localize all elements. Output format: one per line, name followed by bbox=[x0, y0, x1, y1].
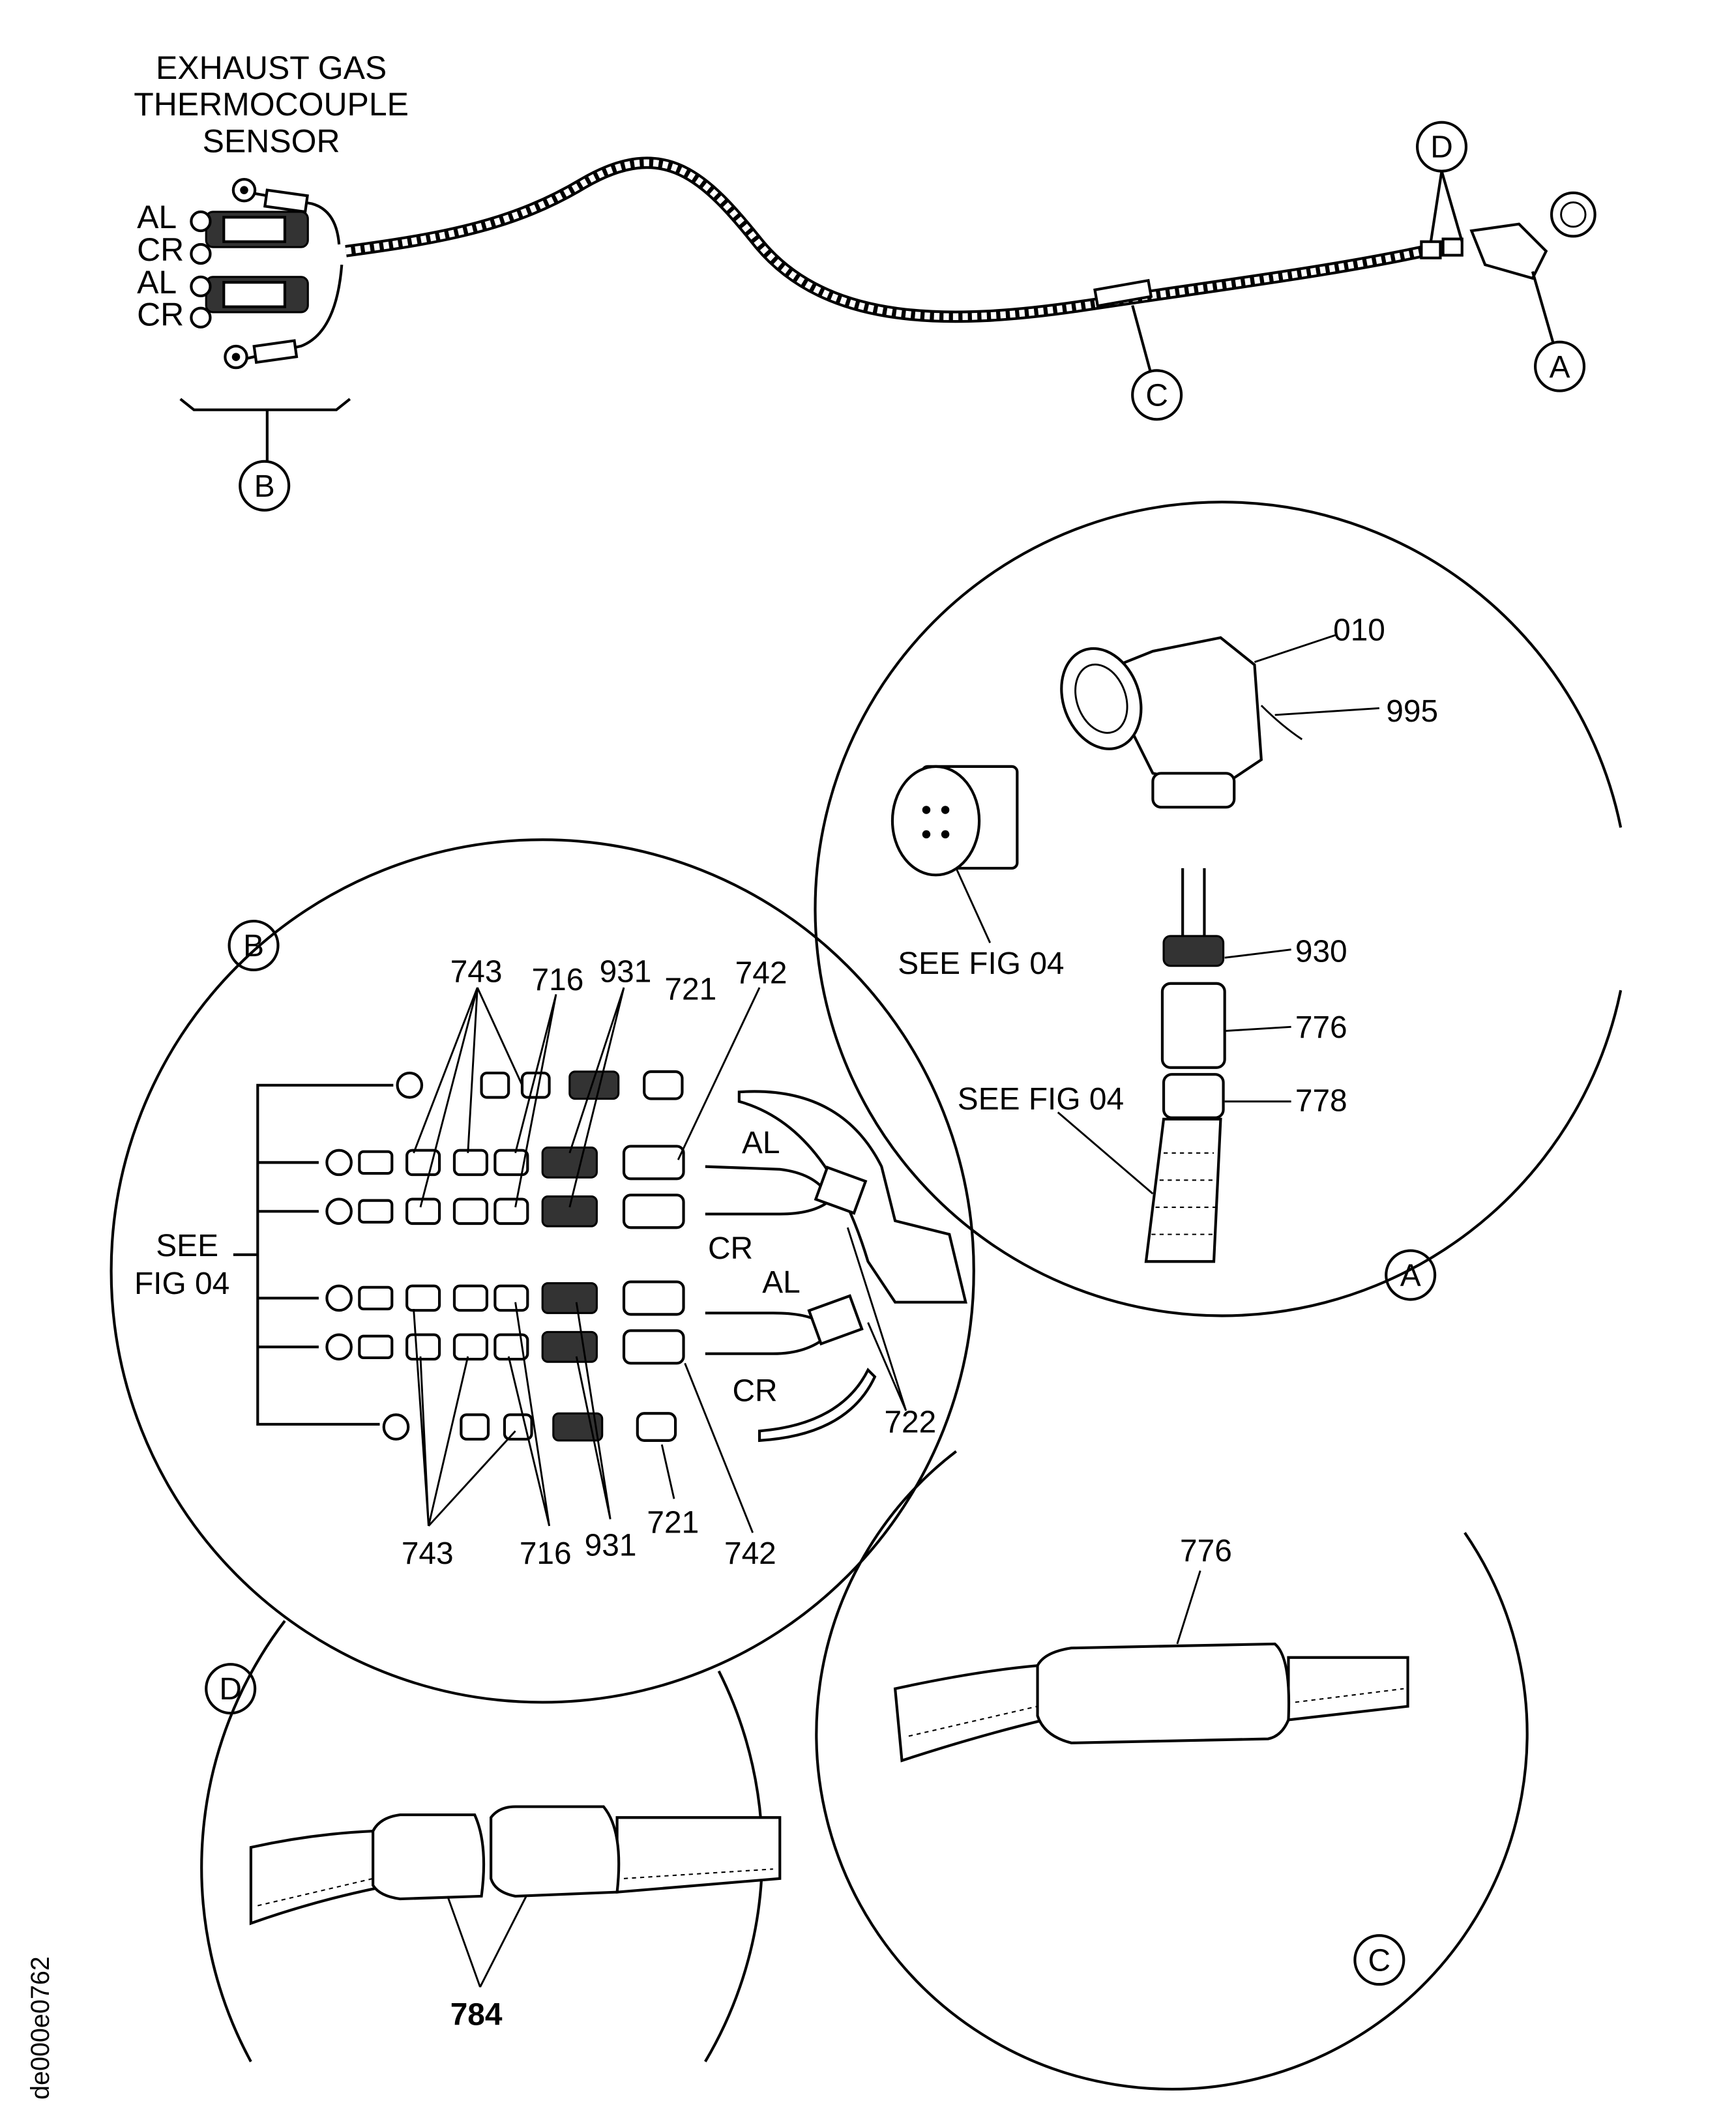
part-995: 995 bbox=[1386, 694, 1438, 729]
detail-a: 010 995 SEE FIG 04 930 776 778 SEE FIG 0… bbox=[814, 501, 1623, 1317]
title-line-1: EXHAUST GAS bbox=[156, 50, 387, 86]
part-716-top: 716 bbox=[532, 963, 584, 997]
wire-label-cr-1: CR bbox=[137, 231, 184, 268]
callout-b: B bbox=[239, 460, 291, 512]
svg-text:B: B bbox=[254, 469, 275, 504]
wire-label-al-1: AL bbox=[137, 199, 177, 235]
detail-b: B 743 716 931 721 742 AL CR AL CR SEE FI… bbox=[110, 838, 975, 1704]
see-label: SEE bbox=[156, 1229, 218, 1263]
callout-b-detail: B bbox=[243, 929, 264, 963]
part-776-c: 776 bbox=[1180, 1534, 1232, 1568]
part-931-bottom: 931 bbox=[585, 1529, 637, 1563]
cable-assembly-a bbox=[1144, 868, 1226, 1263]
detail-d: 784 D bbox=[200, 1620, 782, 2062]
callout-c: C bbox=[1131, 304, 1183, 421]
callout-a-detail: A bbox=[1400, 1259, 1421, 1293]
part-721-top: 721 bbox=[664, 973, 716, 1007]
receptacle-connector bbox=[890, 765, 1019, 943]
svg-text:D: D bbox=[1430, 130, 1453, 165]
part-778: 778 bbox=[1295, 1083, 1347, 1118]
part-776: 776 bbox=[1295, 1010, 1347, 1045]
callout-a: A bbox=[1531, 271, 1586, 392]
drawing-id: de000e0762 bbox=[26, 1956, 55, 2100]
svg-text:C: C bbox=[1145, 378, 1168, 413]
elbow-connector bbox=[1060, 636, 1303, 809]
wire-label-cr-b2: CR bbox=[732, 1374, 777, 1409]
part-743-bottom: 743 bbox=[402, 1536, 454, 1571]
see-fig-04-cable: SEE FIG 04 bbox=[958, 1082, 1124, 1117]
part-742-top: 742 bbox=[735, 956, 787, 991]
title-line-2: THERMOCOUPLE bbox=[134, 86, 409, 123]
terminal-rows bbox=[325, 1070, 685, 1442]
detail-c: 776 C bbox=[815, 1450, 1529, 2090]
wire-label-al-2: AL bbox=[137, 264, 177, 301]
title-line-3: SENSOR bbox=[203, 123, 340, 159]
svg-text:A: A bbox=[1550, 350, 1570, 385]
part-721-bottom: 721 bbox=[647, 1505, 699, 1540]
wire-label-al-b2: AL bbox=[762, 1265, 801, 1300]
bracket-b bbox=[179, 398, 351, 462]
harness-cable bbox=[345, 156, 1596, 323]
part-784: 784 bbox=[450, 1998, 503, 2032]
cable-split-b bbox=[705, 1090, 967, 1443]
wire-label-cr-b1: CR bbox=[708, 1231, 753, 1266]
part-010: 010 bbox=[1333, 613, 1385, 647]
part-716-bottom: 716 bbox=[520, 1536, 572, 1571]
part-742-bottom: 742 bbox=[724, 1536, 776, 1571]
callout-c-detail: C bbox=[1368, 1943, 1391, 1978]
callout-d-detail: D bbox=[219, 1672, 242, 1707]
fig-04-label: FIG 04 bbox=[134, 1267, 229, 1301]
sensor-lead-ends: AL CR AL CR bbox=[137, 177, 344, 370]
see-fig-04-receptacle: SEE FIG 04 bbox=[898, 946, 1064, 981]
part-743-top: 743 bbox=[450, 955, 503, 990]
wire-label-cr-2: CR bbox=[137, 297, 184, 333]
wire-label-al-b1: AL bbox=[742, 1126, 780, 1160]
callout-d: D bbox=[1416, 121, 1468, 242]
overview-title: EXHAUST GAS THERMOCOUPLE SENSOR bbox=[134, 50, 409, 159]
part-722: 722 bbox=[884, 1405, 936, 1439]
part-931-top: 931 bbox=[600, 955, 652, 990]
part-930: 930 bbox=[1295, 934, 1347, 969]
